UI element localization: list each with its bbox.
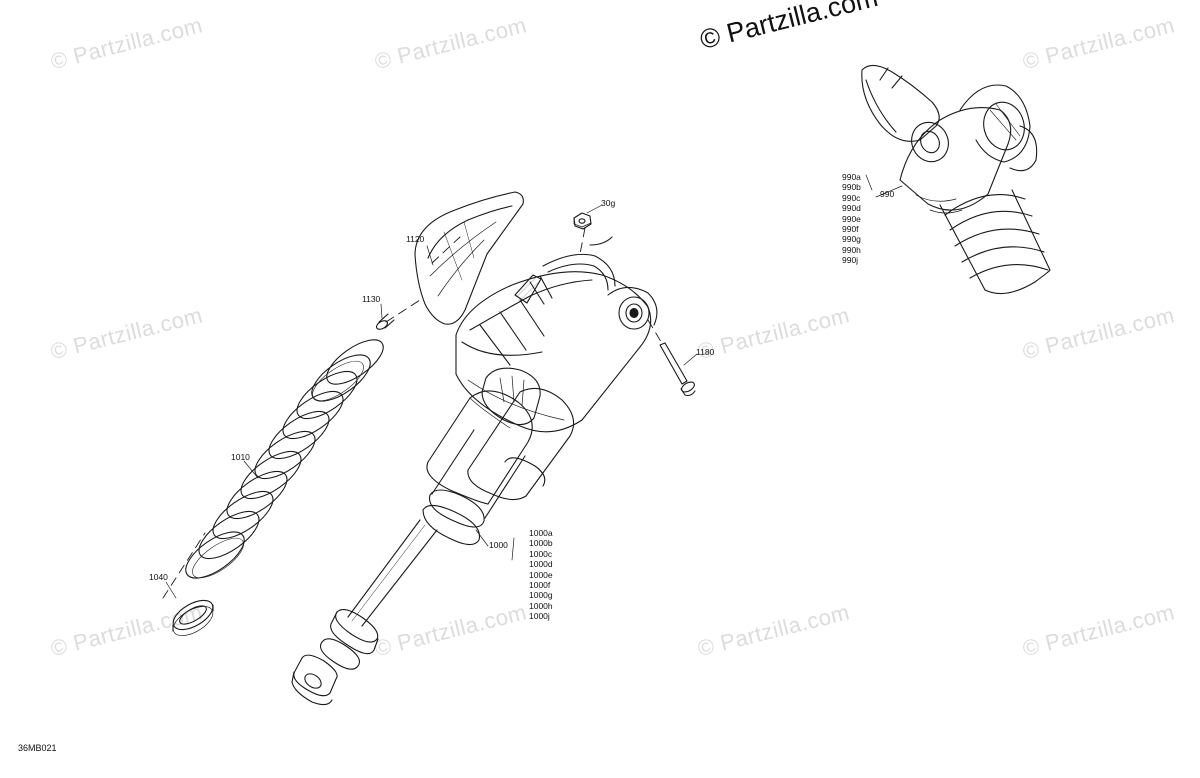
callout-1010: 1010 bbox=[231, 452, 250, 462]
variant-label: 1000h bbox=[529, 600, 553, 611]
variant-label: 1000b bbox=[529, 538, 553, 549]
coil-spring bbox=[185, 339, 384, 579]
variant-label: 990b bbox=[842, 182, 861, 193]
callout-1000: 1000 bbox=[489, 540, 508, 550]
variant-label: 1000d bbox=[529, 559, 553, 570]
spring-seat-ring bbox=[172, 599, 214, 636]
callout-1120: 1120 bbox=[406, 234, 425, 244]
variant-label: 1000g bbox=[529, 590, 553, 601]
shock-assembly-990 bbox=[861, 64, 1051, 295]
shock-absorber bbox=[291, 236, 658, 706]
callout-990: 990 bbox=[880, 189, 895, 199]
callout-1000-variants: 1000a 1000b 1000c 1000d 1000e 1000f 1000… bbox=[529, 528, 553, 622]
variant-label: 1000a bbox=[529, 528, 553, 538]
callout-1040: 1040 bbox=[149, 572, 168, 582]
variant-label: 1000e bbox=[529, 569, 553, 580]
variant-label: 990j bbox=[842, 255, 859, 266]
variant-label: 1000c bbox=[529, 548, 553, 559]
shock-protector-guard bbox=[414, 191, 524, 325]
screw-1130 bbox=[375, 313, 395, 330]
variant-label: 990d bbox=[842, 203, 861, 214]
bolt-1180 bbox=[659, 342, 696, 397]
variant-label: 990a bbox=[842, 172, 861, 182]
variant-label: 1000j bbox=[529, 611, 550, 622]
sheet-id: 36MB021 bbox=[18, 743, 57, 753]
nut-30g bbox=[573, 212, 592, 230]
callout-30g: 30g bbox=[601, 198, 616, 208]
alignment-lines bbox=[162, 227, 664, 599]
variant-label: 1000f bbox=[529, 580, 551, 591]
variant-label: 990h bbox=[842, 244, 861, 255]
variant-label: 990g bbox=[842, 234, 861, 245]
variant-label: 990e bbox=[842, 213, 861, 224]
variant-label: 990f bbox=[842, 224, 859, 235]
leader-lines bbox=[165, 174, 903, 599]
callout-1180: 1180 bbox=[696, 347, 715, 357]
callout-1130: 1130 bbox=[362, 294, 381, 304]
callout-990-variants: 990a 990b 990c 990d 990e 990f 990g 990h … bbox=[842, 172, 861, 266]
variant-label: 990c bbox=[842, 192, 861, 203]
